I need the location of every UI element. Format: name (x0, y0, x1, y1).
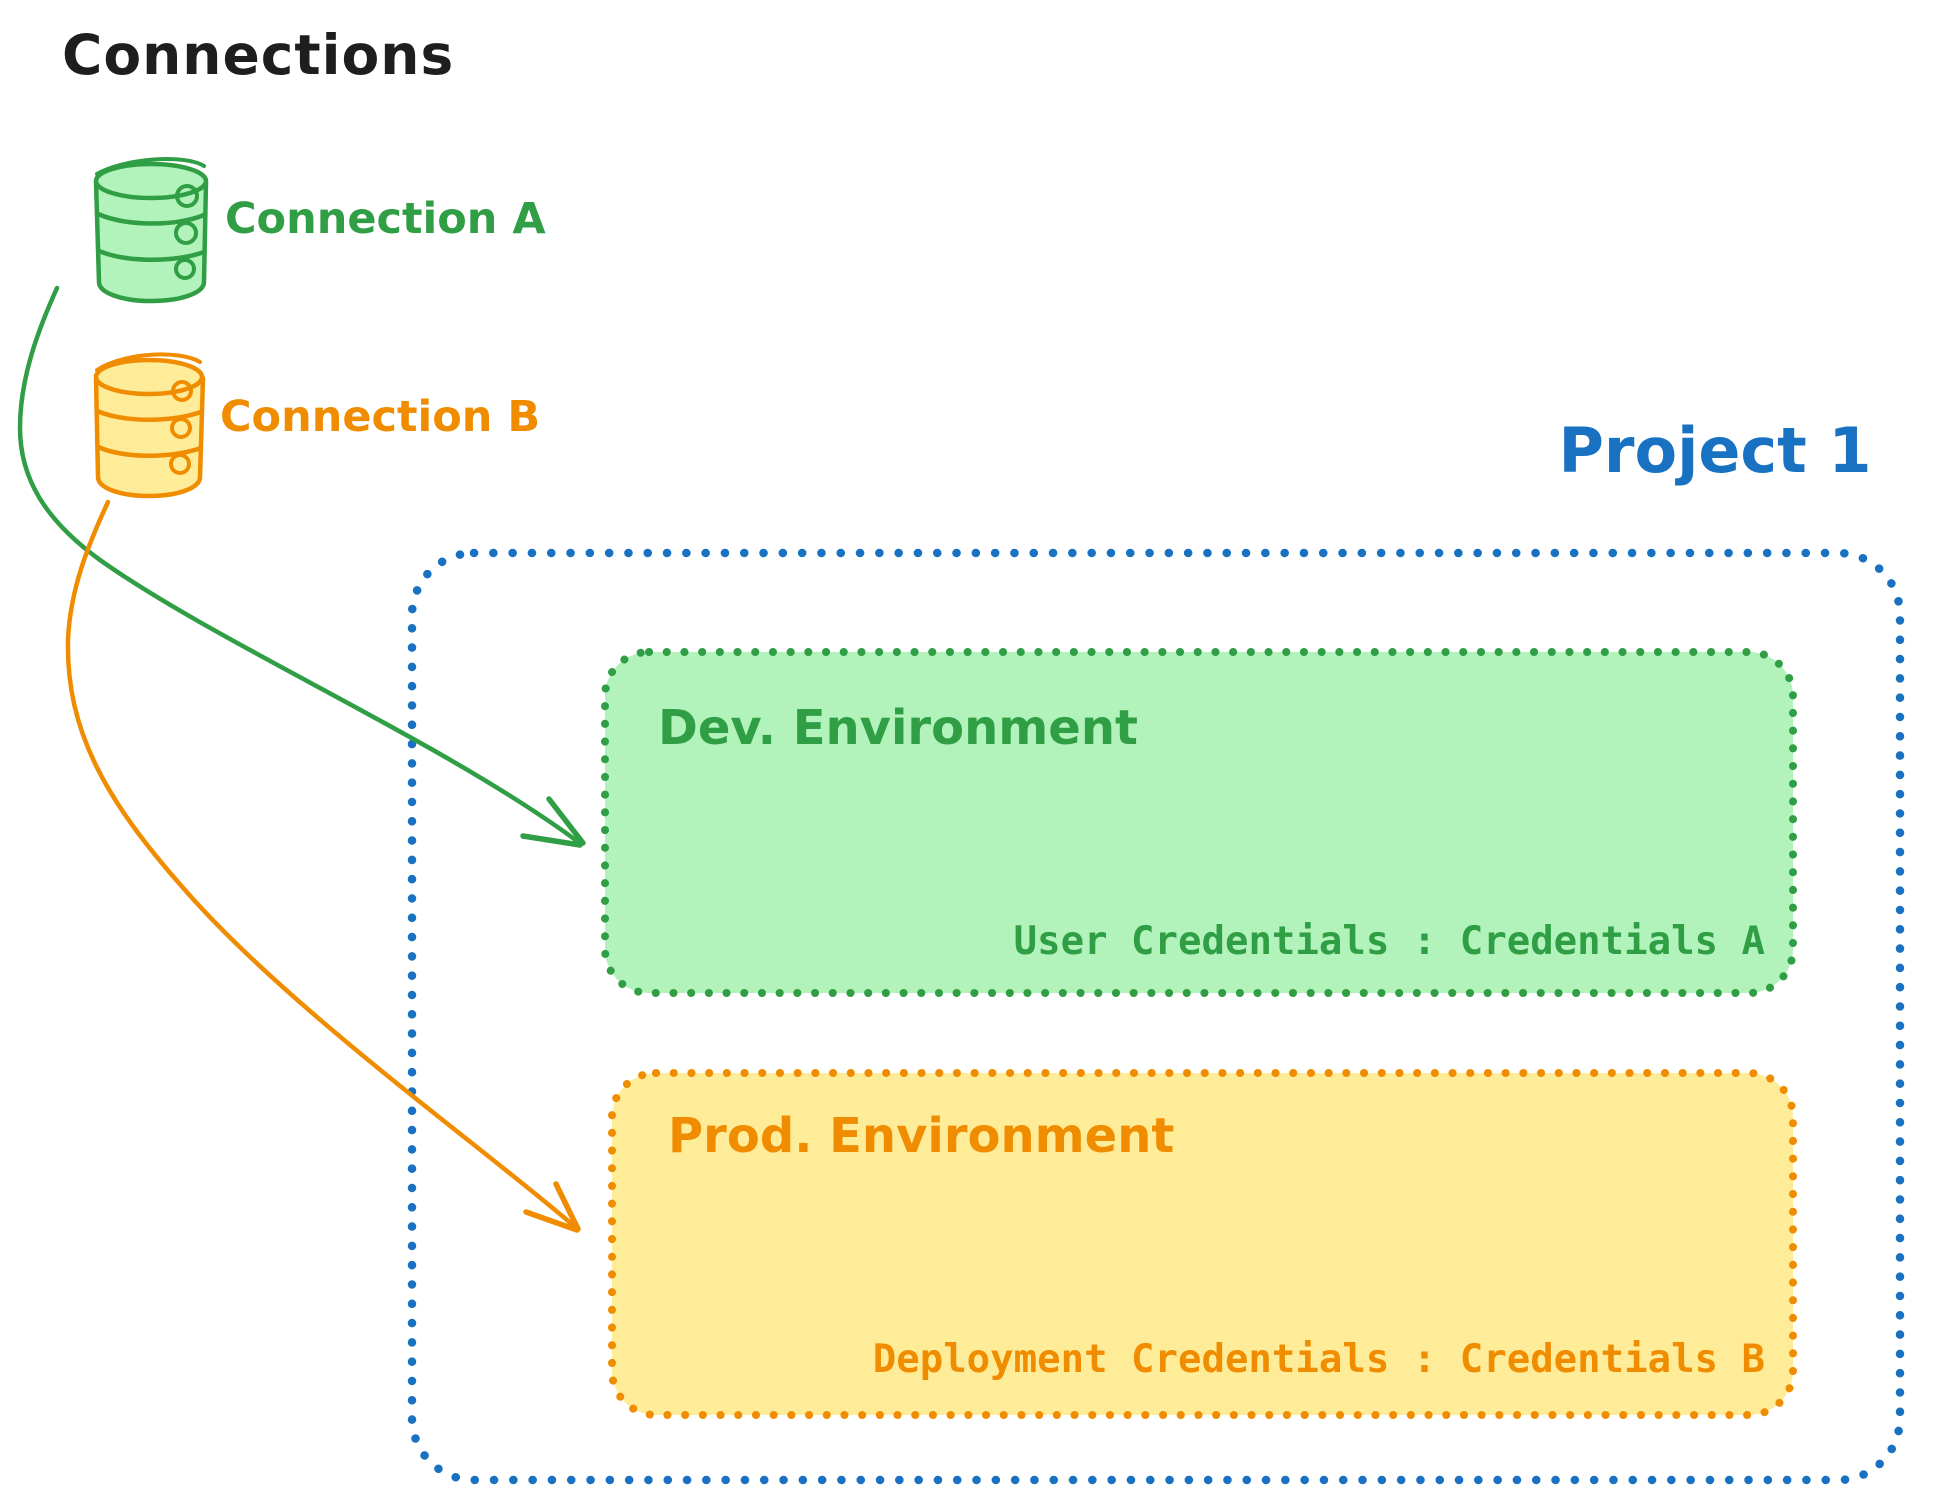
prod-environment-title: Prod. Environment (668, 1108, 1175, 1164)
project-1-container-box (407, 548, 1905, 1485)
connection-a-label: Connection A (225, 194, 546, 244)
database-icon-connection-b (93, 352, 206, 499)
dev-environment-title: Dev. Environment (658, 700, 1138, 756)
prod-environment-credentials: Deployment Credentials : Credentials B (872, 1337, 1765, 1382)
prod-environment-box (608, 1069, 1797, 1419)
arrowhead-icon (520, 796, 586, 848)
dev-environment-credentials: User Credentials : Credentials A (1013, 919, 1765, 964)
database-icon-connection-a (93, 157, 209, 304)
arrowhead-icon (523, 1181, 581, 1233)
arrow-connection-b-to-prod (65, 499, 581, 1233)
dev-environment-box (601, 648, 1797, 997)
connection-b-label: Connection B (220, 392, 541, 442)
project-1-title: Project 1 (1558, 414, 1872, 487)
diagram-title: Connections (62, 23, 455, 87)
